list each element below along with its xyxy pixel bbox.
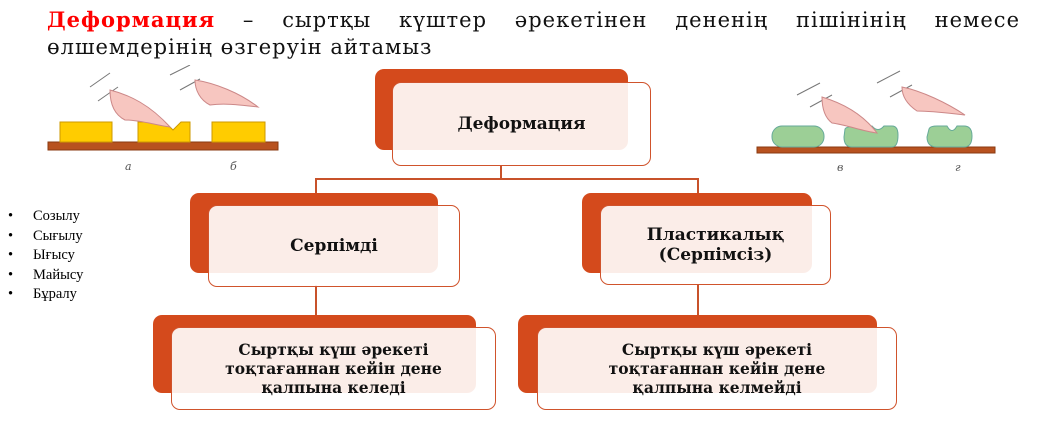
figure-label-b: б	[230, 160, 237, 173]
list-item: Майысу	[8, 266, 83, 286]
elastic-illustration: а б	[47, 65, 279, 173]
list-item: Сығылу	[8, 227, 83, 247]
list-item: Созылу	[8, 207, 83, 227]
connector	[697, 285, 699, 316]
list-item: Бұралу	[8, 285, 83, 305]
figure-label-a: а	[125, 160, 132, 173]
plastic-illustration: в г	[756, 70, 996, 174]
definition: – сыртқы күштер әрекетінен дененің пішін…	[47, 8, 1020, 59]
connector	[315, 178, 699, 180]
plastic-box: Пластикалық (Серпімсіз)	[600, 205, 831, 285]
elastic-desc-box: Сыртқы күш әрекеті тоқтағаннан кейін ден…	[171, 327, 496, 410]
definition-text: Деформация – сыртқы күштер әрекетінен де…	[47, 6, 1020, 61]
connector	[697, 178, 699, 194]
elastic-description: Сыртқы күш әрекеті тоқтағаннан кейін ден…	[225, 340, 442, 397]
figure-label-d: г	[955, 161, 961, 174]
term: Деформация	[47, 7, 216, 32]
elastic-label: Серпімді	[290, 236, 378, 256]
figure-label-c: в	[837, 161, 843, 174]
plastic-description: Сыртқы күш әрекеті тоқтағаннан кейін ден…	[608, 340, 826, 397]
connector	[500, 165, 502, 179]
root-label: Деформация	[457, 114, 586, 134]
plastic-desc-box: Сыртқы күш әрекеті тоқтағаннан кейін ден…	[537, 327, 897, 410]
root-box: Деформация	[392, 82, 651, 166]
elastic-box: Серпімді	[208, 205, 460, 287]
list-item: Ығысу	[8, 246, 83, 266]
connector	[315, 178, 317, 194]
deformation-types-list: Созылу Сығылу Ығысу Майысу Бұралу	[8, 207, 83, 305]
plastic-label: Пластикалық (Серпімсіз)	[646, 225, 785, 265]
connector	[315, 285, 317, 316]
